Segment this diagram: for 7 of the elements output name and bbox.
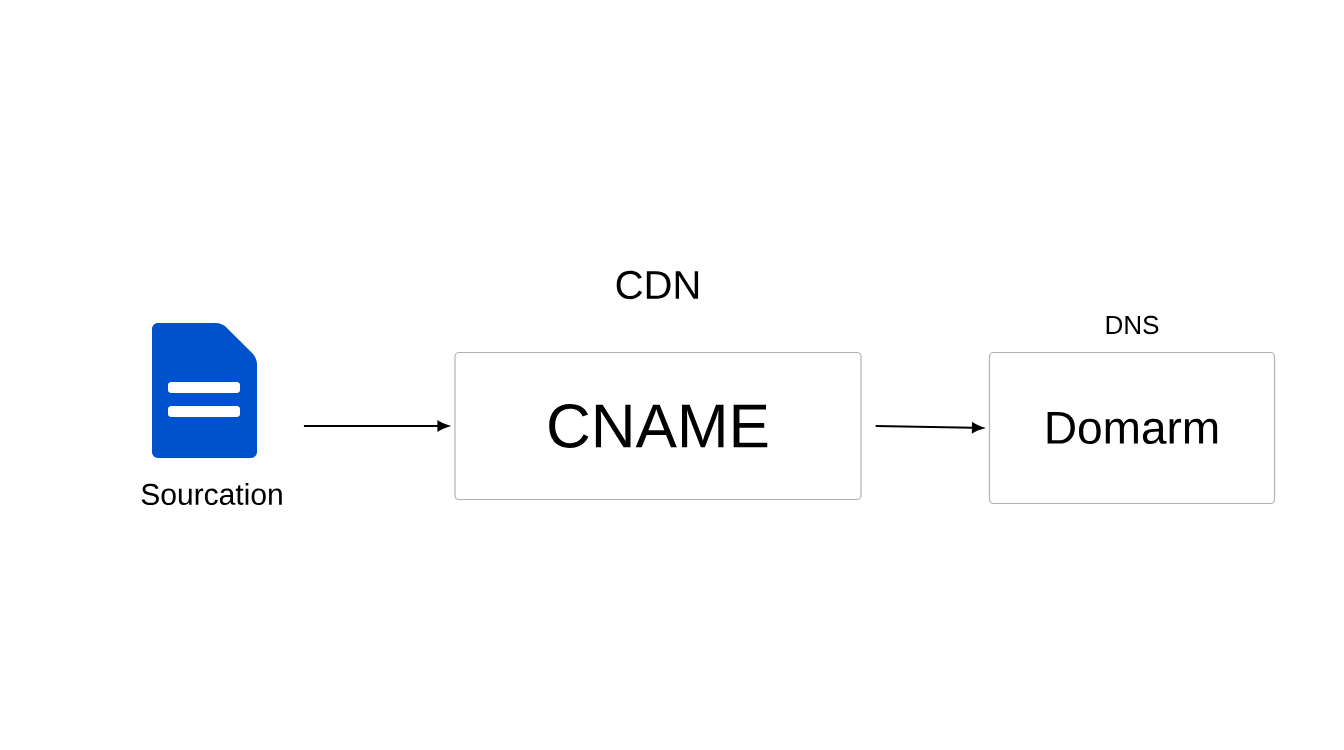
node-heading: DNS [1106,315,1159,335]
arrow [874,422,984,433]
process-box: CNAME [454,351,862,501]
arrow [302,420,449,432]
node-heading: CDN [616,270,699,300]
node-label: Sourcation [141,483,282,506]
process-box: Domarm [988,351,1276,505]
